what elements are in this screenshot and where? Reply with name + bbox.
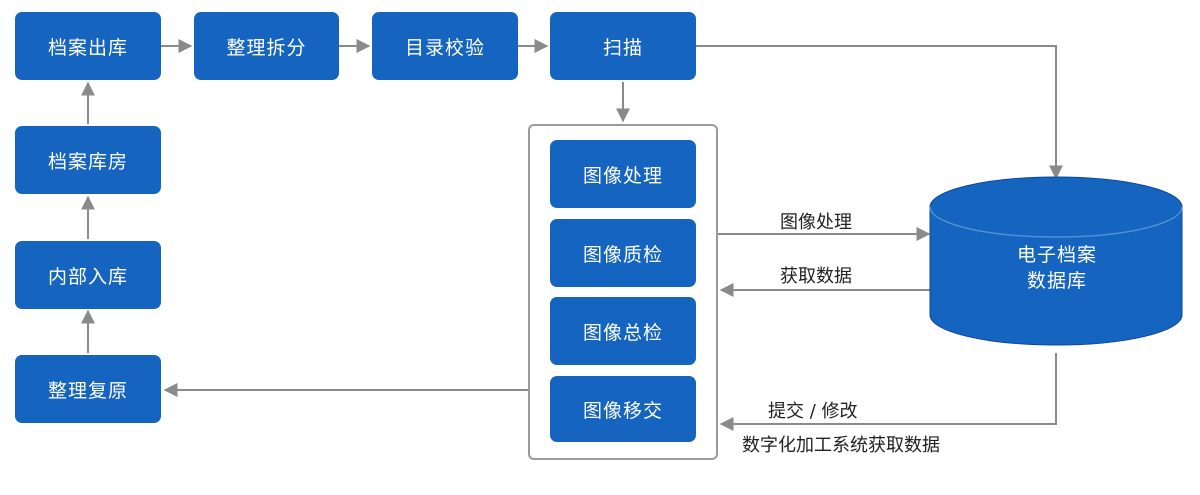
- edge-label-system-fetch: 数字化加工系统获取数据: [742, 435, 940, 456]
- node-image-qc: 图像质检: [550, 219, 696, 287]
- node-image-processing: 图像处理: [550, 140, 696, 208]
- arrow-scan-to-db: [696, 45, 1063, 180]
- edge-label-submit-edit: 提交 / 修改: [768, 401, 858, 422]
- node-catalog-check: 目录校验: [372, 12, 518, 80]
- database-label-line2: 数据库: [1026, 270, 1087, 292]
- database-label: 电子档案 数据库: [932, 242, 1182, 294]
- node-archive-storeroom: 档案库房: [15, 126, 161, 194]
- node-image-transfer: 图像移交: [550, 376, 696, 442]
- node-internal-storage: 内部入库: [15, 241, 161, 309]
- node-image-final-check: 图像总检: [550, 297, 696, 365]
- node-archive-checkout: 档案出库: [15, 12, 161, 80]
- node-sort-split: 整理拆分: [194, 12, 339, 80]
- edge-label-to-db: 图像处理: [780, 212, 852, 233]
- database-label-line1: 电子档案: [1016, 244, 1097, 266]
- edge-label-from-db: 获取数据: [780, 266, 852, 287]
- arrow-db-submit-to-group: [719, 353, 1057, 431]
- node-scan: 扫描: [550, 12, 696, 80]
- node-sort-restore: 整理复原: [15, 355, 161, 423]
- database-cylinder: [929, 176, 1183, 346]
